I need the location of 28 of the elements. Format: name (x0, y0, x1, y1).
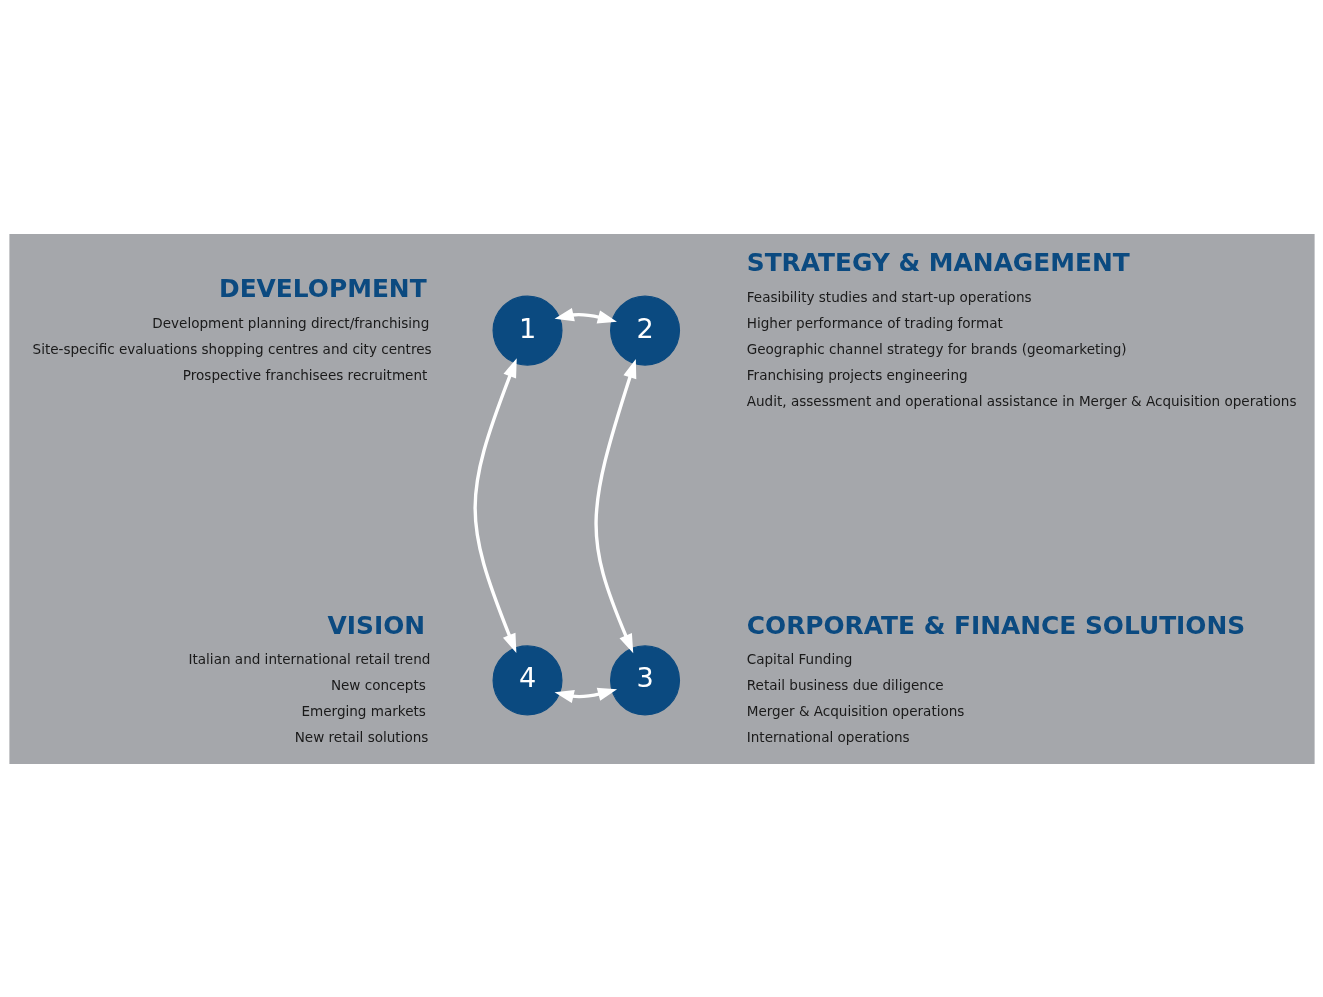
node-label: DEVELOPMENT (218, 273, 427, 303)
arrow (554, 307, 617, 323)
node-label: Development planning direct/franchising (151, 314, 429, 331)
node-label: Prospective franchisees recruitment (182, 366, 427, 383)
node-label: Site-specific evaluations shopping centres and city centres (32, 340, 432, 357)
node-label: Feasibility studies and start-up operations (746, 288, 1032, 305)
node-label: Emerging markets (301, 702, 426, 719)
node-label: Audit, assessment and operational assistance in Merger & Acquisition operations (746, 392, 1297, 409)
node-label: VISION (327, 610, 425, 640)
node-label: Italian and international retail trend (188, 650, 430, 667)
node-label: Franchising projects engineering (746, 366, 968, 383)
node-label: Geographic channel strategy for brands (geomarketing) (746, 340, 1127, 357)
node-label: Higher performance of trading format (746, 314, 1003, 331)
arrow (472, 357, 517, 653)
arrow (554, 687, 617, 703)
node-label: CORPORATE & FINANCE SOLUTIONS (746, 610, 1245, 640)
node-label: New concepts (330, 676, 426, 693)
node-label: Merger & Acquisition operations (746, 702, 964, 719)
node-label: New retail solutions (294, 728, 428, 745)
node-label: Retail business due diligence (746, 676, 944, 693)
node-label: Capital Funding (746, 650, 852, 667)
node-circle: 1 (492, 295, 563, 366)
arrow (593, 358, 636, 653)
node-label: STRATEGY & MANAGEMENT (746, 247, 1130, 277)
node-label: International operations (746, 728, 910, 745)
node-circle: 3 (609, 644, 680, 715)
node-circle: 4 (492, 644, 563, 715)
node-circle: 2 (609, 295, 680, 366)
